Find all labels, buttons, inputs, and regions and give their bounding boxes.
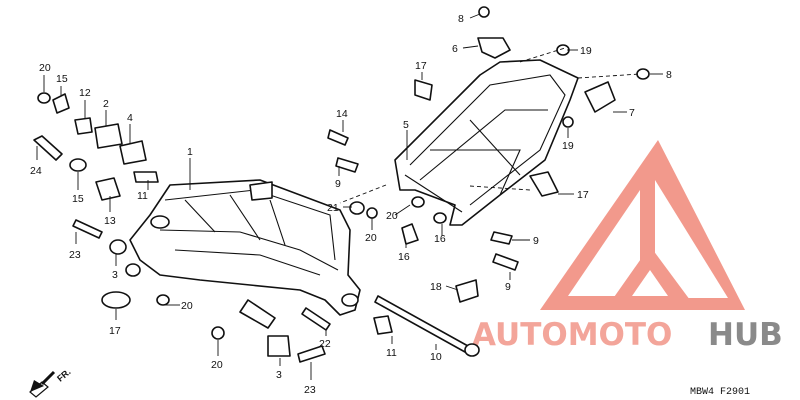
callout-14: 14 — [336, 108, 348, 120]
callout-3: 3 — [276, 369, 282, 381]
callout-numbers: 20 15 12 2 4 1 24 15 13 11 23 3 17 20 14… — [30, 13, 672, 396]
callout-11: 11 — [386, 347, 397, 359]
callout-20: 20 — [211, 359, 223, 371]
callout-15: 15 — [72, 193, 84, 205]
diagram-code: MBW4 F2901 — [690, 387, 750, 398]
leader-lines — [36, 13, 663, 380]
watermark-brand-part1: AUTOMOTO — [472, 317, 672, 353]
watermark-brand-part2: HUB — [708, 317, 783, 353]
callout-15: 15 — [56, 73, 68, 85]
callout-6: 6 — [452, 43, 458, 55]
callout-9: 9 — [505, 281, 511, 293]
callout-20: 20 — [386, 210, 398, 222]
callout-21: 21 — [327, 202, 339, 214]
callout-20: 20 — [365, 232, 377, 244]
watermark-logo: AUTOMOTO HUB — [472, 140, 783, 353]
front-direction-indicator: FR. — [29, 367, 73, 398]
callout-11: 11 — [137, 190, 148, 202]
callout-12: 12 — [79, 87, 91, 99]
callout-9: 9 — [335, 178, 341, 190]
callout-8: 8 — [458, 13, 464, 25]
callout-4: 4 — [127, 112, 133, 124]
callout-24: 24 — [30, 165, 42, 177]
callout-16: 16 — [398, 251, 410, 263]
callout-19: 19 — [580, 45, 592, 57]
callout-23: 23 — [69, 249, 81, 261]
callout-19: 19 — [562, 140, 574, 152]
callout-17: 17 — [577, 189, 589, 201]
callout-18: 18 — [430, 281, 442, 293]
triangle-logo-icon — [540, 140, 745, 310]
callout-10: 10 — [430, 351, 442, 363]
small-parts — [33, 6, 650, 363]
callout-9: 9 — [533, 235, 539, 247]
callout-13: 13 — [104, 215, 116, 227]
rear-subframe — [394, 37, 616, 226]
callout-20: 20 — [39, 62, 51, 74]
callout-7: 7 — [629, 107, 635, 119]
callout-16: 16 — [434, 233, 446, 245]
callout-20: 20 — [181, 300, 193, 312]
callout-2: 2 — [103, 98, 109, 110]
callout-1: 1 — [187, 146, 193, 158]
callout-22: 22 — [319, 338, 331, 350]
callout-8: 8 — [666, 69, 672, 81]
arrow-left-down-icon — [29, 370, 56, 398]
callout-17: 17 — [415, 60, 427, 72]
callout-3: 3 — [112, 269, 118, 281]
callout-23: 23 — [304, 384, 316, 396]
callout-5: 5 — [403, 119, 409, 131]
callout-17: 17 — [109, 325, 121, 337]
main-frame — [129, 179, 361, 329]
direction-label: FR. — [55, 367, 73, 384]
